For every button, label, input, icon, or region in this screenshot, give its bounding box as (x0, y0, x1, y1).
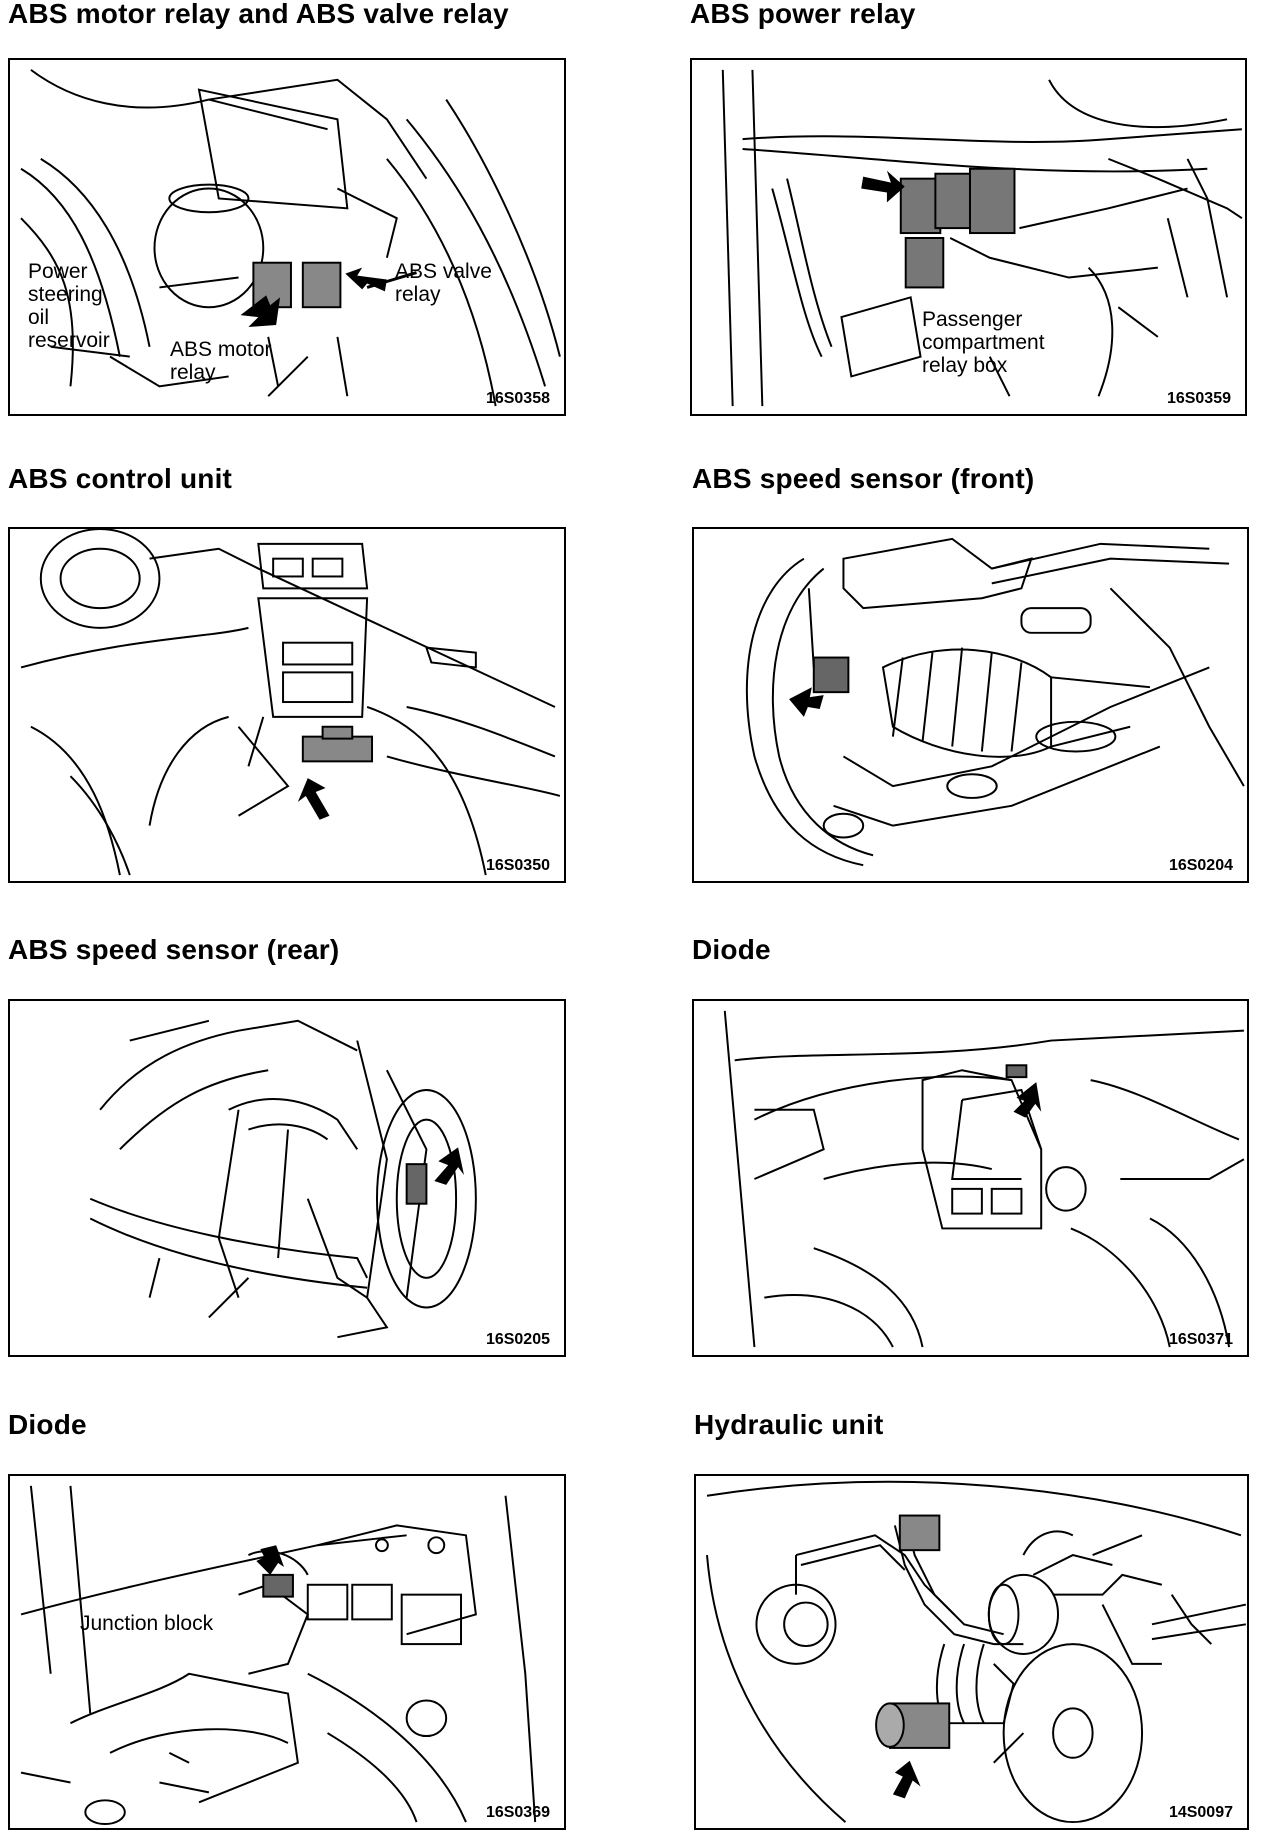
callout-abs-valve-relay: ABS valve relay (395, 260, 492, 306)
figure-code: 16S0358 (485, 390, 550, 407)
figure-abs-speed-sensor-rear: 16S0205 (8, 999, 566, 1357)
front-suspension-illustration (745, 537, 1245, 867)
cabin-console-illustration (20, 529, 561, 876)
figure-code: 16S0359 (1166, 390, 1231, 407)
figure-title-hydraulic-unit: Hydraulic unit (694, 1409, 884, 1440)
figure-title-diode-upper: Diode (692, 934, 771, 965)
figure-abs-control-unit: 16S0350 (8, 527, 566, 883)
figure-code: 16S0205 (485, 1331, 550, 1348)
figure-diode-upper: 16S0371 (692, 999, 1249, 1357)
hydraulic-lines-illustration (706, 1480, 1247, 1824)
rear-suspension-illustration (89, 1019, 477, 1339)
figure-title-abs-speed-sensor-rear: ABS speed sensor (rear) (8, 934, 340, 965)
figure-code: 14S0097 (1168, 1804, 1233, 1821)
callout-power-steering-oil-reservoir: Power steering oil reservoir (28, 260, 110, 352)
callout-junction-block: Junction block (80, 1612, 214, 1635)
callout-abs-motor-relay: ABS motor relay (170, 338, 272, 384)
figure-code: 16S0350 (485, 857, 550, 874)
dashboard-underside-illustration (721, 69, 1243, 407)
figure-code: 16S0204 (1168, 857, 1233, 874)
figure-abs-speed-sensor-front: 16S0204 (692, 527, 1249, 883)
figure-title-abs-speed-sensor-front: ABS speed sensor (front) (692, 463, 1035, 494)
figure-title-abs-power-relay: ABS power relay (690, 0, 916, 29)
figure-diode-lower: Junction block 16S0369 (8, 1474, 566, 1830)
figure-hydraulic-unit: 14S0097 (694, 1474, 1249, 1830)
callout-passenger-compartment-relay-box: Passenger compartment relay box (922, 308, 1045, 377)
figure-title-abs-motor-valve-relay: ABS motor relay and ABS valve relay (8, 0, 509, 29)
relay-bracket-illustration (723, 1010, 1245, 1348)
figure-code: 16S0371 (1168, 1331, 1233, 1348)
figure-abs-power-relay: Passenger compartment relay box 16S0359 (690, 58, 1247, 416)
figure-code: 16S0369 (485, 1804, 550, 1821)
figure-title-diode-lower: Diode (8, 1409, 87, 1440)
figure-abs-motor-valve-relay: Power steering oil reservoir ABS motor r… (8, 58, 566, 416)
junction-block-illustration (20, 1485, 537, 1826)
figure-title-abs-control-unit: ABS control unit (8, 463, 233, 494)
